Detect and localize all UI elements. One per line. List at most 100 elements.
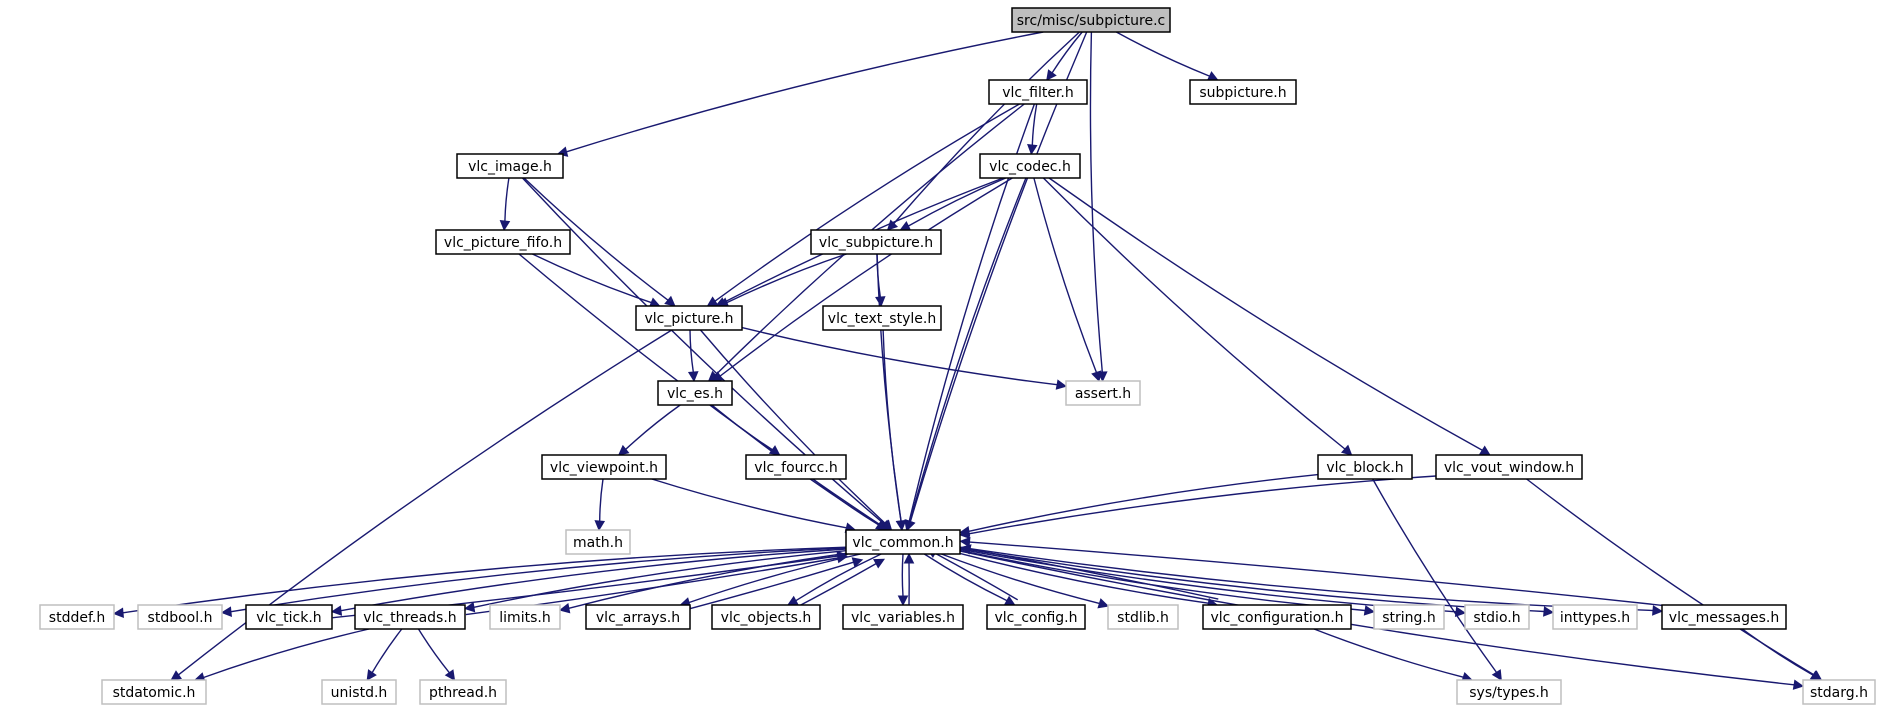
edge-vlc_codec-to-vlc_block: [1042, 177, 1346, 450]
edge-vlc_configuration-to-vlc_common: [969, 548, 1219, 600]
node-vlc-picture[interactable]: vlc_picture.h: [635, 305, 743, 331]
edge-vlc_block-to-vlc_common: [968, 473, 1319, 532]
node-box: [1435, 454, 1583, 480]
arrowhead-vlc_common-to-stddef: [112, 607, 124, 619]
node-vlc-picture-fifo[interactable]: vlc_picture_fifo.h: [435, 229, 571, 255]
node-label: vlc_viewpoint.h: [550, 460, 658, 476]
edge-vlc_es-to-vlc_viewpoint: [625, 404, 681, 450]
node-subpicture-h[interactable]: subpicture.h: [1189, 79, 1297, 105]
node-vlc-tick[interactable]: vlc_tick.h: [245, 604, 333, 630]
node-box: [979, 153, 1081, 179]
node-vlc-arrays[interactable]: vlc_arrays.h: [585, 604, 691, 630]
arrowhead-vlc_subpicture-to-vlc_text_style: [875, 296, 886, 308]
node-label: vlc_subpicture.h: [819, 235, 933, 251]
node-label: vlc_arrays.h: [596, 610, 680, 626]
node-vlc-messages[interactable]: vlc_messages.h: [1661, 604, 1787, 630]
node-vlc-fourcc[interactable]: vlc_fourcc.h: [745, 454, 847, 480]
arrowhead-vlc_image-to-vlc_picture_fifo: [499, 220, 511, 232]
arrowhead-vlc_common-to-vlc_objects: [786, 595, 799, 606]
node-box: [1661, 604, 1787, 630]
node-stdatomic: stdatomic.h: [101, 679, 207, 705]
node-box: [456, 153, 564, 179]
node-label: vlc_es.h: [667, 386, 723, 402]
node-box: [1107, 604, 1179, 630]
node-label: stddef.h: [49, 610, 105, 626]
arrowhead-root-to-subpicture_h: [1206, 71, 1219, 81]
arrowhead-vlc_threads-to-unistd: [366, 669, 377, 681]
edge-vlc_codec-to-vlc_subpicture: [908, 177, 1006, 227]
node-vlc-es[interactable]: vlc_es.h: [657, 380, 733, 406]
node-box: [1464, 604, 1530, 630]
node-math: math.h: [565, 529, 631, 555]
edge-root-to-subpicture_h: [1115, 31, 1210, 77]
edge-vlc_common-to-limits: [568, 552, 847, 609]
arrowhead-vlc_codec-to-assert: [1091, 370, 1102, 383]
node-stdio: stdio.h: [1464, 604, 1530, 630]
edge-vlc_arrays-to-vlc_common: [681, 561, 854, 612]
edge-vlc_codec-to-vlc_es: [719, 177, 1013, 377]
node-label: src/misc/subpicture.c: [1017, 13, 1166, 29]
edge-vlc_common-to-vlc_configuration: [959, 552, 1209, 604]
node-label: vlc_codec.h: [989, 159, 1071, 175]
arrowhead-vlc_picture-to-vlc_common: [881, 519, 893, 531]
arrowhead-vlc_common-to-string: [1363, 605, 1376, 616]
arrowhead-vlc_threads-to-pthread: [444, 669, 456, 681]
edge-vlc_picture-to-stdatomic: [178, 329, 673, 676]
edge-vlc_codec-to-vlc_vout_window: [1048, 177, 1483, 451]
node-box: [565, 529, 631, 555]
edge-vlc_configuration-to-sys_types: [1313, 628, 1464, 678]
node-vlc-threads[interactable]: vlc_threads.h: [354, 604, 466, 630]
node-label: vlc_picture.h: [644, 311, 733, 327]
arrowhead-vlc_filter-to-vlc_codec: [1027, 144, 1038, 156]
arrowhead-vlc_configuration-to-vlc_common: [960, 544, 972, 555]
node-vlc-block[interactable]: vlc_block.h: [1317, 454, 1413, 480]
node-box: [321, 679, 397, 705]
node-label: assert.h: [1075, 386, 1131, 402]
node-vlc-common[interactable]: vlc_common.h: [845, 529, 961, 555]
edge-vlc_threads-to-unistd: [371, 628, 403, 673]
node-label: vlc_threads.h: [363, 610, 456, 626]
arrowhead-vlc_vout_window-to-vlc_common: [958, 528, 971, 540]
node-root[interactable]: src/misc/subpicture.c: [1011, 7, 1171, 33]
arrowhead-root-to-vlc_subpicture: [886, 219, 899, 231]
node-label: vlc_block.h: [1326, 460, 1403, 476]
node-label: vlc_objects.h: [721, 610, 812, 626]
node-vlc-variables[interactable]: vlc_variables.h: [842, 604, 964, 630]
node-label: stdlib.h: [1117, 610, 1169, 626]
node-assert: assert.h: [1065, 380, 1141, 406]
node-box: [842, 604, 964, 630]
node-box: [541, 454, 667, 480]
node-limits: limits.h: [489, 604, 561, 630]
edge-vlc_fourcc-to-vlc_common: [812, 478, 879, 526]
node-vlc-image[interactable]: vlc_image.h: [456, 153, 564, 179]
arrowhead-vlc_codec-to-vlc_subpicture: [899, 221, 912, 231]
node-vlc-objects[interactable]: vlc_objects.h: [711, 604, 821, 630]
node-vlc-viewpoint[interactable]: vlc_viewpoint.h: [541, 454, 667, 480]
node-vlc-filter[interactable]: vlc_filter.h: [988, 79, 1088, 105]
node-label: vlc_fourcc.h: [754, 460, 837, 476]
node-vlc-codec[interactable]: vlc_codec.h: [979, 153, 1081, 179]
arrowhead-vlc_picture-to-stdatomic: [170, 670, 182, 681]
node-label: vlc_common.h: [852, 535, 953, 551]
arrowhead-vlc_block-to-sys_types: [1491, 669, 1502, 681]
node-vlc-subpicture[interactable]: vlc_subpicture.h: [810, 229, 942, 255]
node-vlc-config[interactable]: vlc_config.h: [986, 604, 1086, 630]
node-label: vlc_variables.h: [851, 610, 955, 626]
node-vlc-configuration[interactable]: vlc_configuration.h: [1202, 604, 1352, 630]
node-vlc-vout-window[interactable]: vlc_vout_window.h: [1435, 454, 1583, 480]
edge-vlc_picture_fifo-to-vlc_picture: [532, 253, 652, 304]
node-label: pthread.h: [429, 685, 497, 701]
node-vlc-text-style[interactable]: vlc_text_style.h: [822, 305, 942, 331]
edge-vlc_common-to-stdlib: [941, 553, 1100, 605]
arrowhead-vlc_picture-to-vlc_es: [687, 371, 699, 383]
node-stddef: stddef.h: [39, 604, 115, 630]
edge-vlc_codec-to-assert: [1033, 177, 1098, 373]
arrowhead-vlc_common-to-stdarg: [1792, 679, 1805, 690]
node-box: [1456, 679, 1562, 705]
arrowhead-vlc_es-to-vlc_viewpoint: [617, 444, 630, 456]
node-string: string.h: [1373, 604, 1445, 630]
edge-vlc_image-to-vlc_picture_fifo: [504, 177, 510, 222]
edge-vlc_threads-to-pthread: [417, 628, 450, 674]
arrowhead-vlc_viewpoint-to-math: [594, 520, 606, 532]
node-box: [419, 679, 507, 705]
